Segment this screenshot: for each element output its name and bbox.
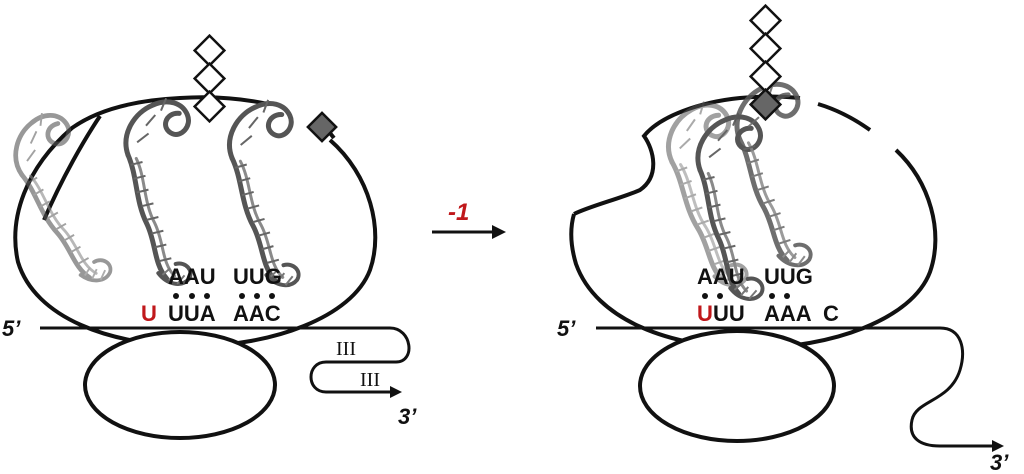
left-mrna-codon-1: UUA (168, 301, 216, 326)
left-stem-mark-lower: III (360, 369, 380, 391)
left-anticodon-2: UUG (233, 264, 282, 289)
right-small-subunit (638, 329, 836, 443)
left-stem-mark-upper: III (336, 338, 356, 360)
right-peptide-chain (748, 3, 783, 122)
left-mrna-highlight: U (141, 301, 157, 326)
right-anticodon-2: UUG (764, 264, 813, 289)
left-panel: AAU UUG U UUA AAC III III 5’ 3’ (2, 33, 417, 440)
left-trna-p-site (123, 97, 200, 287)
left-small-subunit (83, 330, 277, 440)
right-panel: AAU UUG U UU AAA C 5’ 3’ (557, 3, 1009, 474)
right-base-pair-dots (702, 293, 790, 299)
left-aminoacyl-residue (306, 111, 338, 143)
left-peptide-chain (192, 33, 227, 124)
right-mrna-next: C (823, 301, 839, 326)
left-three-prime: 3’ (398, 404, 417, 429)
right-five-prime: 5’ (557, 316, 576, 341)
left-mrna-arrowhead (390, 386, 402, 398)
right-mrna-codon-1-rest: UU (713, 301, 745, 326)
right-subunit-rim (817, 102, 872, 132)
frameshift-label: -1 (448, 199, 469, 226)
right-anticodon-1: AAU (697, 264, 745, 289)
right-three-prime: 3’ (990, 450, 1009, 474)
left-large-subunit (13, 95, 378, 349)
right-mrna-arrowhead (992, 440, 1004, 452)
left-mrna-codon-2: AAC (233, 301, 281, 326)
left-five-prime: 5’ (2, 316, 21, 341)
right-mrna-strand (596, 326, 994, 448)
left-anticodon-1: AAU (168, 264, 216, 289)
right-mrna-highlight: U (697, 301, 713, 326)
right-mrna-codon-2: AAA (764, 301, 812, 326)
left-base-pair-dots (173, 293, 275, 299)
left-trna-a-site (225, 98, 308, 290)
left-e-site-partition (42, 114, 102, 221)
left-mrna-strand (40, 326, 411, 394)
frameshift-arrow: -1 (432, 199, 506, 239)
